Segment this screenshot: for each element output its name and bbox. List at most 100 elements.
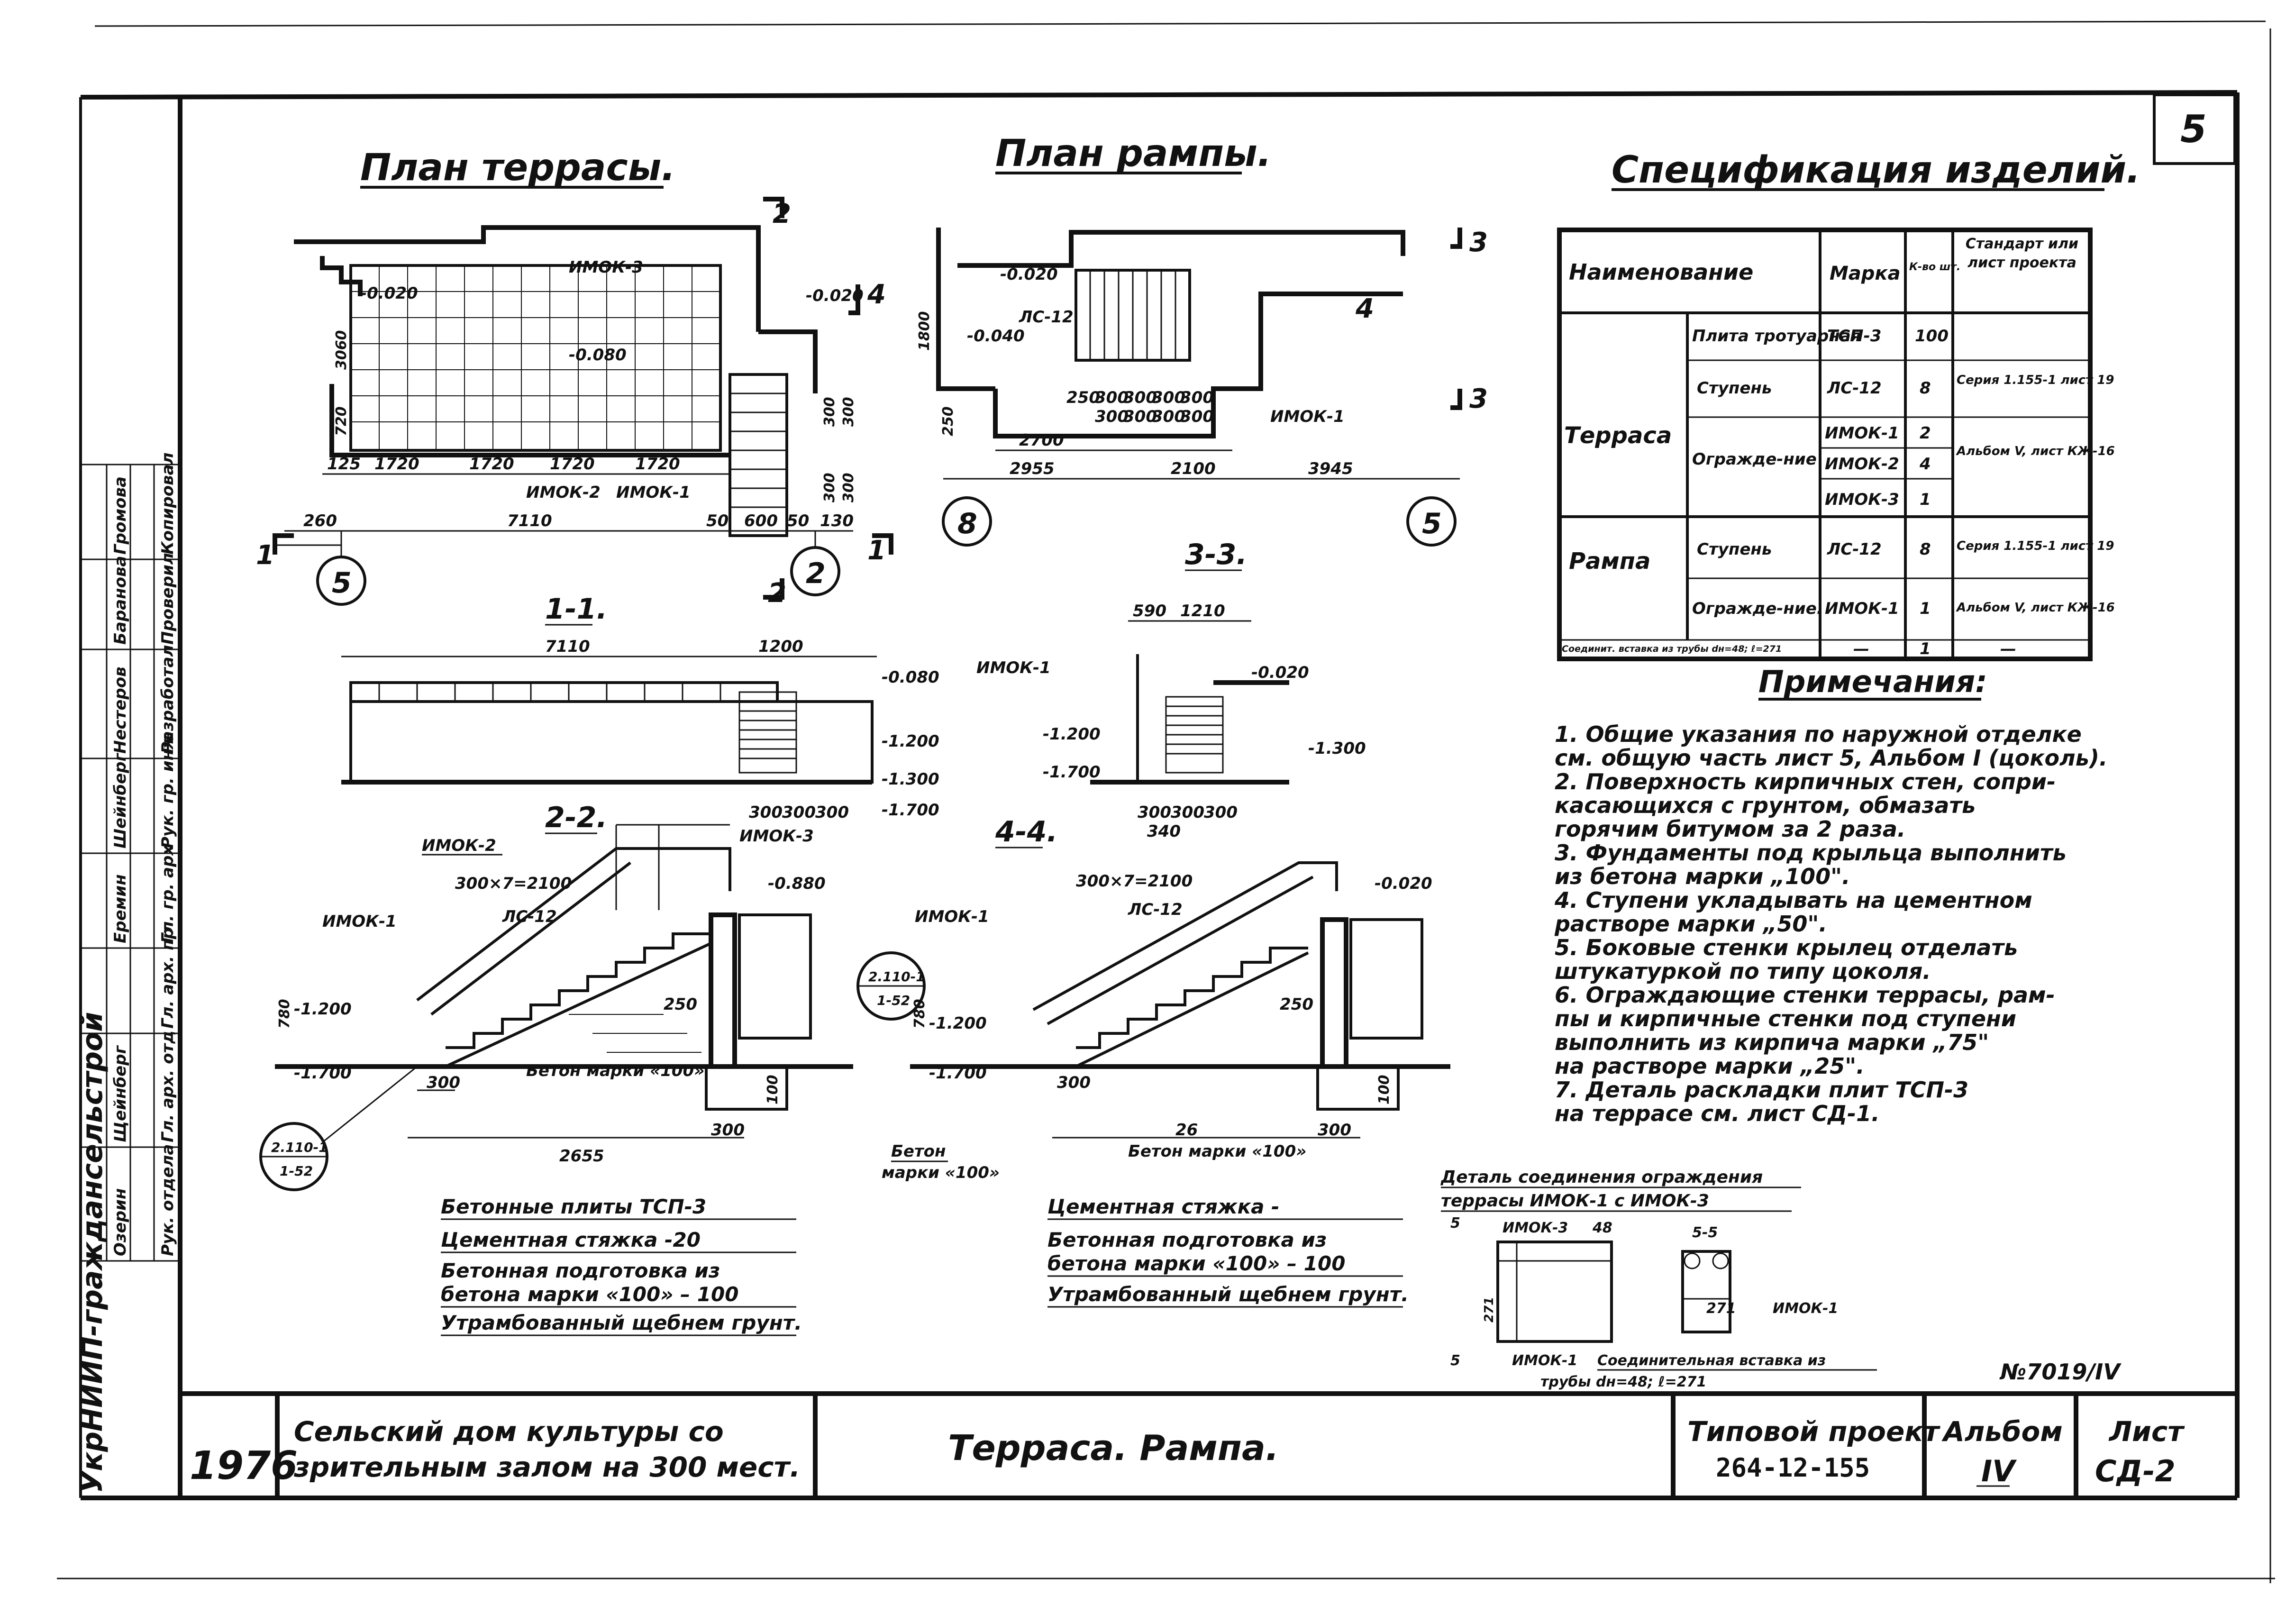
s33-dimb-2: 300 [1204,803,1238,822]
detail-dim-271b: 271 [1706,1300,1736,1317]
note-line-6: 3. Фундаменты под крыльца выполнить [1555,840,2067,866]
s44-dim-300a: 300 [1057,1073,1091,1092]
ramp-mark-2: -0.040 [967,327,1025,346]
note-line-11: штукатуркой по типу цоколя. [1555,958,1931,984]
spec-row6-mark: ЛС-12 [1827,540,1882,559]
spec-row7-mark: ИМОК-1 [1825,599,1899,618]
terrace-cut-2a: 2 [773,199,791,229]
ramp-step2-1: 300 [1123,407,1157,426]
spec-row6-name: Ступень [1697,540,1772,559]
ramp-axis-8: 8 [942,496,992,547]
stamp-role-8: Копировал [158,452,177,555]
ramp-axis-5: 5 [1406,496,1457,547]
s22-concrete: Бетон марки «100» [526,1061,704,1080]
s22-dim-780: 780 [276,999,293,1029]
s44-concrete-a: Бетон марки «100» [1128,1142,1306,1161]
ramp-dim-l1: 250 [940,406,956,436]
spec-row8-qty: 1 [1920,639,1931,658]
title-block: №7019/IV 1976 Сельский дом культуры со з… [180,1359,2237,1498]
section-3-3-title: 3-3. [1185,538,1247,571]
spec-table: Наименование Марка К-во шт. Стандарт или… [1557,228,2115,661]
s44-concrete-b: Бетон [891,1142,946,1161]
tb-sheet-title: Терраса. Рампа. [948,1428,1279,1469]
ramp-cut-3a: 3 [1469,227,1488,258]
s22-node-ref: 2.110-1 1-52 [259,1066,418,1191]
section-4-4: ИМОК-1 ЛС-12 300×7=2100 -0.020 -1.200 -1… [856,861,1450,1182]
note-line-9: растворе марки „50". [1554,911,1827,937]
spec-header-qty: К-во шт. [1909,261,1960,273]
terrace-dim-t0: 260 [303,511,337,530]
note-line-4: касающихся с грунтом, обмазать [1555,793,1976,818]
spec-header-name: Наименование [1569,259,1753,285]
spec-row3-name: Огражде-ние [1692,450,1817,469]
detail-title-2: террасы ИМОК-1 с ИМОК-3 [1441,1191,1709,1211]
svg-text:2.110-1: 2.110-1 [868,969,925,985]
detail-label-imok1a: ИМОК-1 [1512,1352,1577,1369]
left-stamp: УкрНИИП-гражданcельстрой Рук. отдела Гл.… [76,97,180,1498]
s44-node-ref: 2.110-1 1-52 [856,951,926,1021]
stamp-role-3: Гл. арх. пр [158,928,177,1029]
spec-title: Спецификация изделий. [1612,149,2140,192]
railing-joint-detail: Деталь соединения ограждения террасы ИМО… [1440,1168,1877,1390]
spec-header-mark: Марка [1830,263,1901,284]
spec-row7-std: Альбом V, лист КЖ-16 [1956,601,2115,615]
ramp-dim-b0: 2955 [1010,459,1055,478]
note-line-5: горячим битумом за 2 раза. [1555,816,1905,842]
stamp-name-1: Озерин [111,1188,130,1256]
detail-title-1: Деталь соединения ограждения [1440,1168,1763,1187]
section-4-4-title: 4-4. [995,815,1057,848]
s33-dimb-1: 300 [1171,803,1204,822]
layer-r-3: бетона марки «100» – 100 [1047,1252,1345,1275]
ramp-step-1: 300 [1095,388,1129,407]
note-line-8: 4. Ступени укладывать на цементном [1554,887,2032,913]
note-line-2: см. общую часть лист 5, Альбом I (цоколь… [1555,745,2107,771]
ramp-cut-3b: 3 [1469,383,1488,414]
note-line-13: пы и кирпичные стенки под ступени [1555,1006,2016,1031]
ramp-label-imok1: ИМОК-1 [1270,407,1345,426]
s11-dim-0: 7110 [545,637,590,656]
terrace-dim-r0: 300 [840,473,857,502]
s44-dim-100: 100 [1376,1075,1393,1104]
s22-dim-250: 250 [664,995,697,1014]
spec-row6-std: Серия 1.155-1 лист 19 [1957,539,2114,553]
s44-dim-300b: 300 [1318,1121,1351,1140]
terrace-dim-t4: 50 [787,511,809,530]
detail-dim-271a: 271 [1482,1297,1496,1323]
s22-dim-100: 100 [765,1075,781,1104]
s11-dimb-0: 300 [749,803,783,822]
ramp-step-3: 300 [1152,388,1185,407]
terrace-label-imok1: ИМОК-1 [616,483,691,502]
view-titles: План террасы. План рампы. Спецификация и… [360,132,2140,848]
tb-project-2: зрительным залом на 300 мест. [293,1451,800,1483]
sheet-frame: 5 [57,20,2275,1583]
s44-label-ls12: ЛС-12 [1128,900,1183,919]
s44-mark-2: -1.700 [929,1064,987,1083]
s44-dim-26: 26 [1175,1121,1198,1140]
s11-mark-3: -1.700 [882,801,939,820]
detail-dim-48: 48 [1592,1220,1612,1236]
s33-mark-0: -0.020 [1251,663,1309,682]
ramp-step2-0: 300 [1095,407,1129,426]
terrace-mark-3: -0.080 [569,346,627,365]
note-line-15: на растворе марки „25". [1555,1053,1865,1079]
terrace-dim-b0: 125 [327,455,361,474]
spec-group-ramp: Рампа [1569,548,1650,575]
s44-concrete-b2: марки «100» [882,1163,1000,1182]
note-line-17: на террасе см. лист СД-1. [1555,1101,1880,1126]
terrace-label-imok2: ИМОК-2 [526,483,601,502]
tb-project-1: Сельский дом культуры со [294,1415,724,1448]
s33-label-imok1: ИМОК-1 [976,658,1051,677]
note-line-1: 1. Общие указания по наружной отделке [1555,721,2082,747]
svg-text:1-52: 1-52 [280,1163,313,1179]
terrace-cut-1a: 1 [256,540,274,571]
stamp-org: УкрНИИП-гражданcельстрой [76,1012,109,1493]
terrace-dim-r1: 300 [840,397,857,427]
s44-label-imok1: ИМОК-1 [915,907,989,926]
notes-title: Примечания: [1758,665,1987,700]
terrace-dim-b1: 1720 [374,455,419,474]
ramp-step-4: 300 [1180,388,1214,407]
s22-dim-300b: 300 [711,1121,745,1140]
s11-dimb-1: 300 [782,803,816,822]
stamp-name-4: Еремин [111,874,130,943]
stamp-role-7: Проверил [158,553,177,645]
